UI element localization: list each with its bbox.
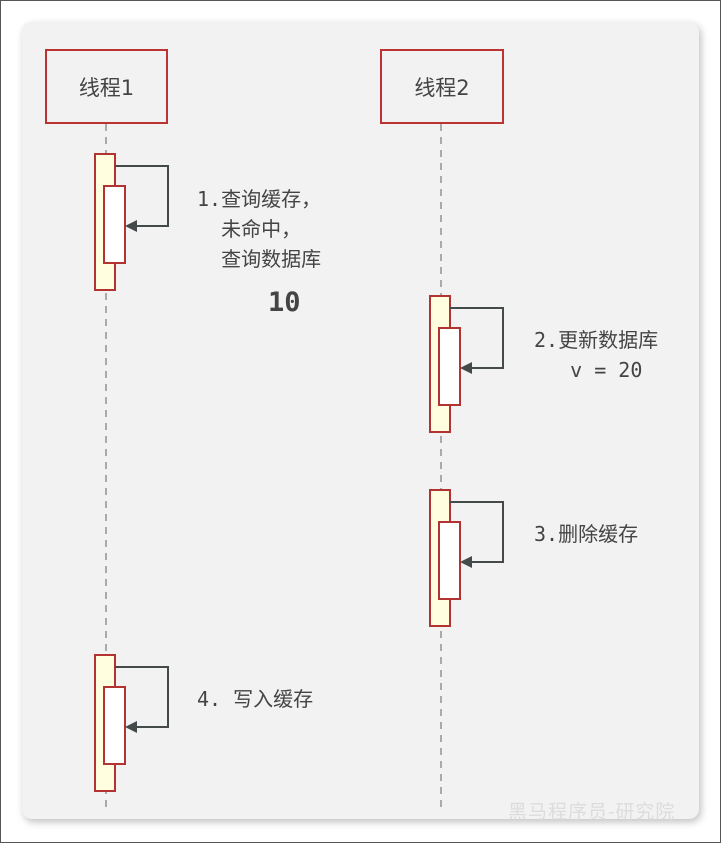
self-message-arrow-1 [115,165,169,227]
participant-label: 线程1 [78,75,135,100]
message-2-label: 2.更新数据库 v = 20 [534,328,659,382]
message-4-label: 4. 写入缓存 [197,687,314,711]
self-message-arrow-4 [115,666,169,728]
message-1-label: 1.查询缓存， 未命中， 查询数据库 [197,187,322,271]
self-message-arrow-2 [450,307,504,369]
arrowhead-icon [125,220,137,232]
participant-thread-1: 线程1 [45,49,168,124]
arrowhead-icon [125,721,137,733]
activation-inner-4 [103,686,126,765]
arrowhead-icon [460,556,472,568]
value-note: 10 [268,287,301,318]
activation-inner-1 [103,185,126,264]
participant-label: 线程2 [414,75,470,100]
participant-thread-2: 线程2 [380,49,504,124]
self-message-arrow-3 [450,501,504,563]
activation-inner-3 [438,521,461,600]
message-3-label: 3.删除缓存 [534,522,639,546]
arrowhead-icon [460,362,472,374]
activation-inner-2 [438,327,461,406]
diagram-canvas [22,22,699,819]
watermark: 黑马程序员-研究院 [508,801,676,823]
